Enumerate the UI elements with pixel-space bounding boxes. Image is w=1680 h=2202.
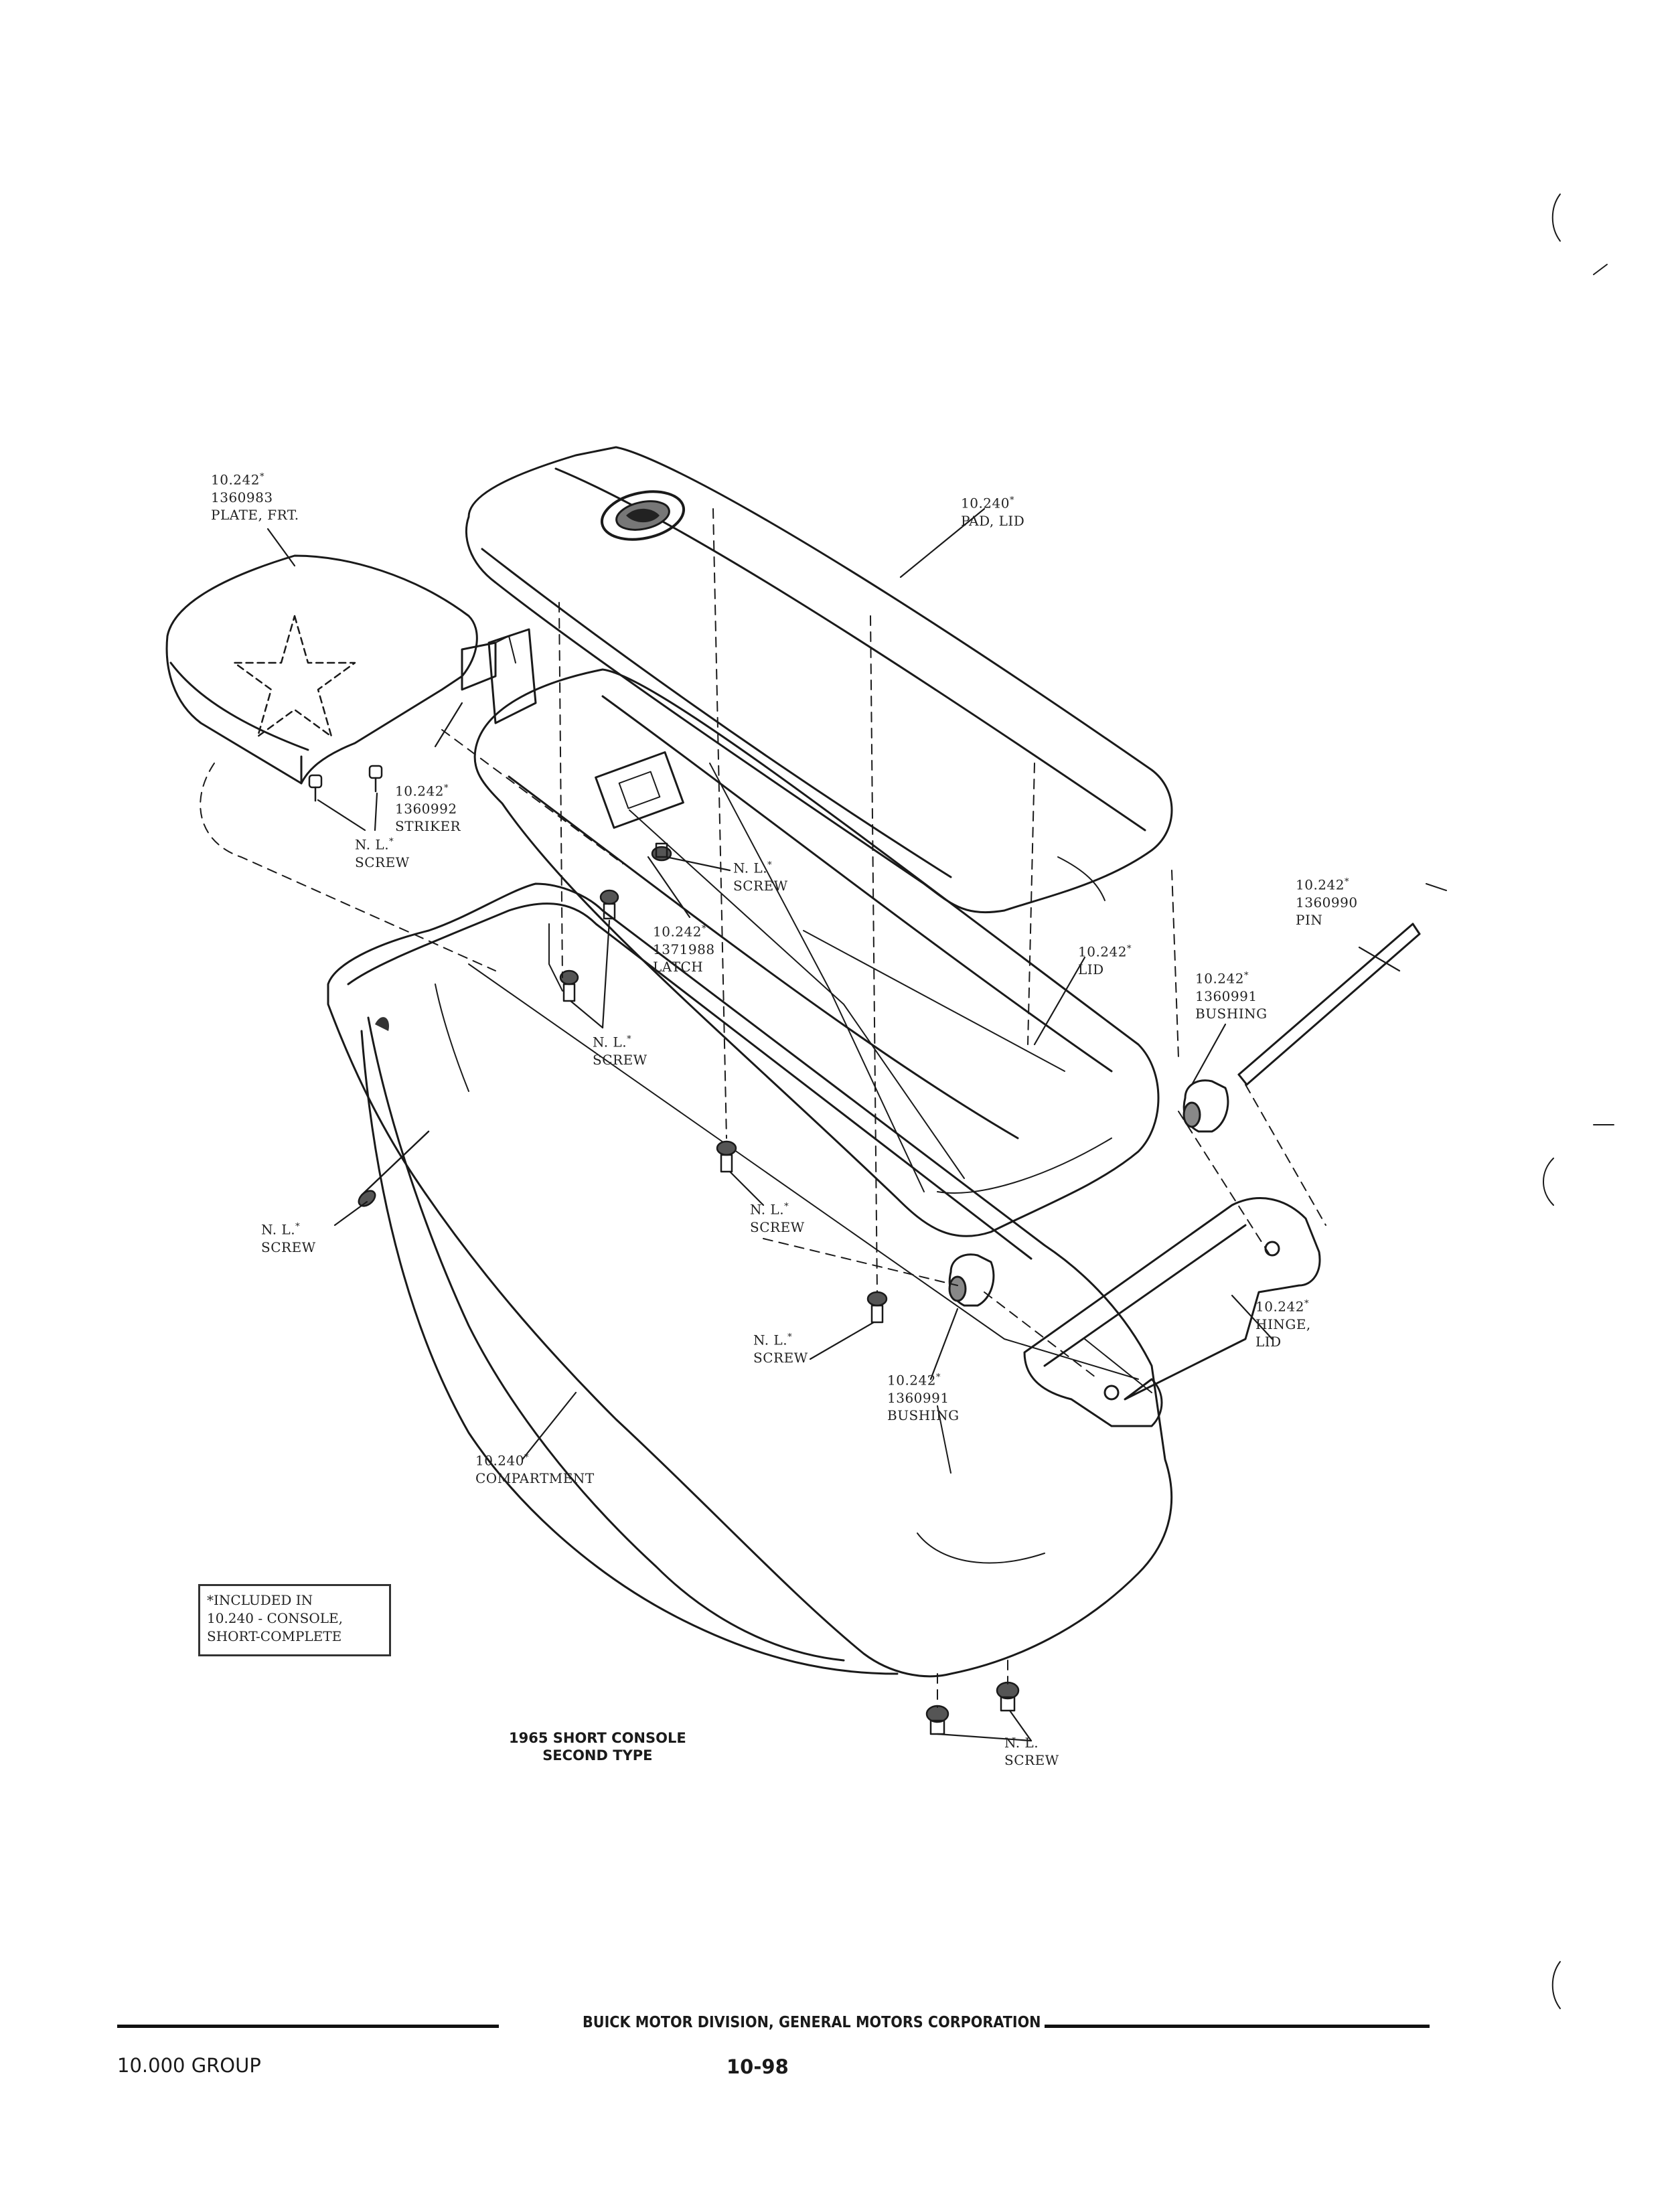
footer-company: BUICK MOTOR DIVISION, GENERAL MOTORS COR…	[583, 2014, 1041, 2031]
footer-group: 10.000 GROUP	[117, 2054, 261, 2077]
label-screw-6: N. L.*SCREW	[753, 1332, 808, 1366]
footer-rule-left	[117, 2025, 499, 2028]
label-lid: 10.242*LID	[1078, 943, 1132, 977]
round-emblem-icon	[600, 490, 686, 541]
star-emblem-icon	[233, 615, 356, 738]
label-screw-4: N. L.*SCREW	[750, 1201, 805, 1235]
hinge-lid-part	[1023, 1197, 1321, 1427]
screw-h	[358, 1130, 430, 1207]
screw-a	[308, 774, 323, 802]
screw-b	[368, 765, 383, 793]
screw-g	[866, 1291, 888, 1324]
edge-marks	[1426, 193, 1614, 2009]
leader-lines	[266, 507, 1401, 1742]
label-pad-lid: 10.240*PAD, LID	[961, 495, 1025, 529]
label-screw-2: N. L.*SCREW	[733, 860, 788, 894]
label-compartment: 10.240*COMPARTMENT	[475, 1452, 595, 1486]
included-in-note: *INCLUDED IN 10.240 - CONSOLE, SHORT-COM…	[198, 1584, 391, 1656]
screw-f	[716, 1140, 737, 1173]
diagram-caption: 1965 SHORT CONSOLE SECOND TYPE	[509, 1730, 686, 1763]
pad-lid-part	[465, 446, 1173, 914]
screw-parts	[308, 765, 1020, 1735]
label-hinge-lid: 10.242*HINGE,LID	[1255, 1298, 1311, 1350]
label-screw-7: N. L.SCREW	[1004, 1735, 1059, 1768]
footer-page-number: 10-98	[727, 2055, 789, 2078]
lid-frame-part	[473, 668, 1160, 1237]
pin-part	[1237, 923, 1421, 1086]
bushing-2-part	[948, 1253, 995, 1307]
assembly-lines	[200, 508, 1326, 1708]
screw-d	[599, 889, 619, 920]
label-screw-5: N. L.*SCREW	[261, 1221, 316, 1255]
note-line-2: 10.240 - CONSOLE,	[207, 1610, 343, 1626]
screw-e	[559, 969, 579, 1002]
plate-frt-part	[165, 554, 537, 785]
note-line-1: *INCLUDED IN	[207, 1592, 313, 1608]
label-screw-3: N. L.*SCREW	[593, 1034, 647, 1068]
bushing-1-part	[1182, 1079, 1229, 1133]
label-screw-1: N. L.*SCREW	[355, 836, 410, 870]
screw-i	[925, 1705, 949, 1735]
footer-rule-right	[1045, 2025, 1430, 2028]
compartment-part	[327, 882, 1173, 1678]
note-line-3: SHORT-COMPLETE	[207, 1628, 342, 1644]
screw-j	[996, 1681, 1020, 1712]
